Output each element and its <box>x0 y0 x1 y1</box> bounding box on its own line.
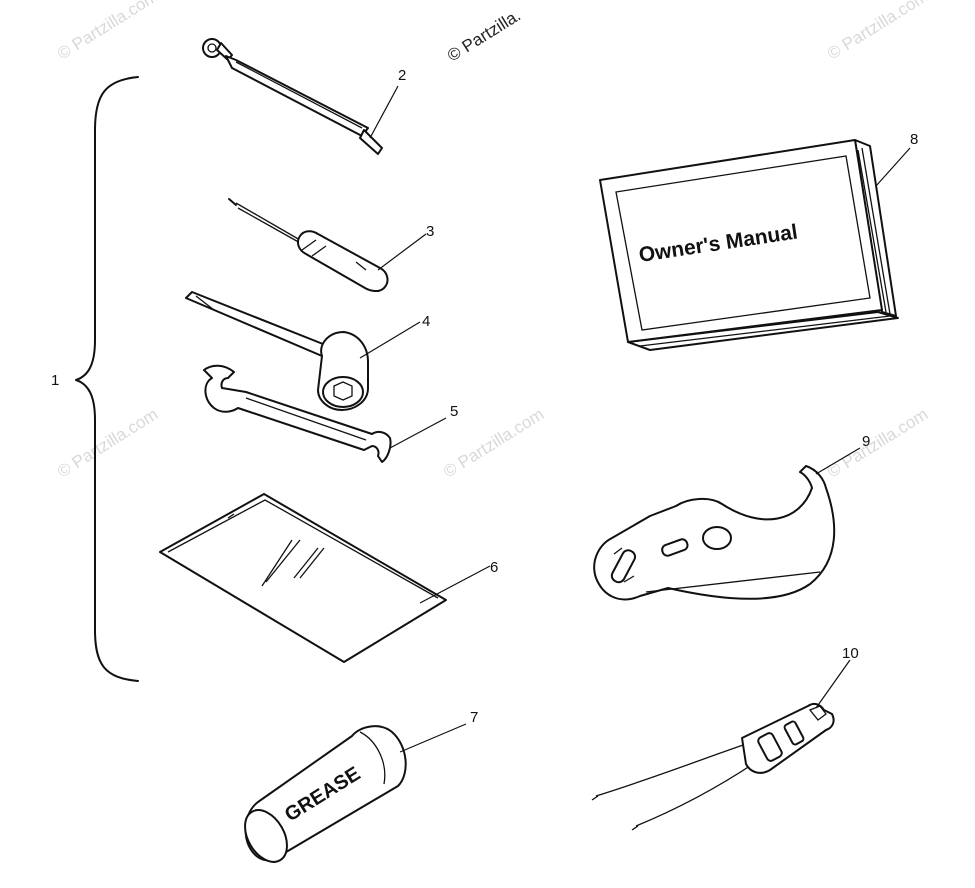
callout-5: 5 <box>450 403 458 420</box>
open-end-wrench[interactable]: 5 <box>203 364 458 463</box>
callout-2: 2 <box>398 67 406 84</box>
callout-9: 9 <box>862 433 870 450</box>
callout-6: 6 <box>490 559 498 576</box>
owners-manual[interactable]: Owner's Manual 8 <box>599 131 918 351</box>
watermark-top-center: © Partzilla. <box>444 6 524 66</box>
callout-8: 8 <box>910 131 918 148</box>
grease-tube[interactable]: GREASE 7 <box>236 709 478 869</box>
watermark-mid-left: © Partzilla.com <box>54 405 161 482</box>
screwdriver[interactable]: 3 <box>228 198 434 292</box>
callout-7: 7 <box>470 709 478 726</box>
callout-10: 10 <box>842 645 859 662</box>
spark-plug-wrench[interactable]: 2 <box>202 38 406 155</box>
callout-3: 3 <box>426 223 434 240</box>
socket-wrench[interactable]: 4 <box>185 291 430 411</box>
watermark-top-right: © Partzilla.com <box>824 0 931 63</box>
tool-bag[interactable]: 6 <box>159 493 498 663</box>
hook-wrench[interactable]: 9 <box>593 433 870 601</box>
watermark-top-left: © Partzilla.com <box>54 0 161 63</box>
callout-1: 1 <box>51 372 59 389</box>
callout-4: 4 <box>422 313 430 330</box>
tether-clip[interactable]: 10 <box>591 645 859 831</box>
watermark-mid-right: © Partzilla.com <box>824 405 931 482</box>
tool-kit-bracket: 1 <box>51 76 139 682</box>
